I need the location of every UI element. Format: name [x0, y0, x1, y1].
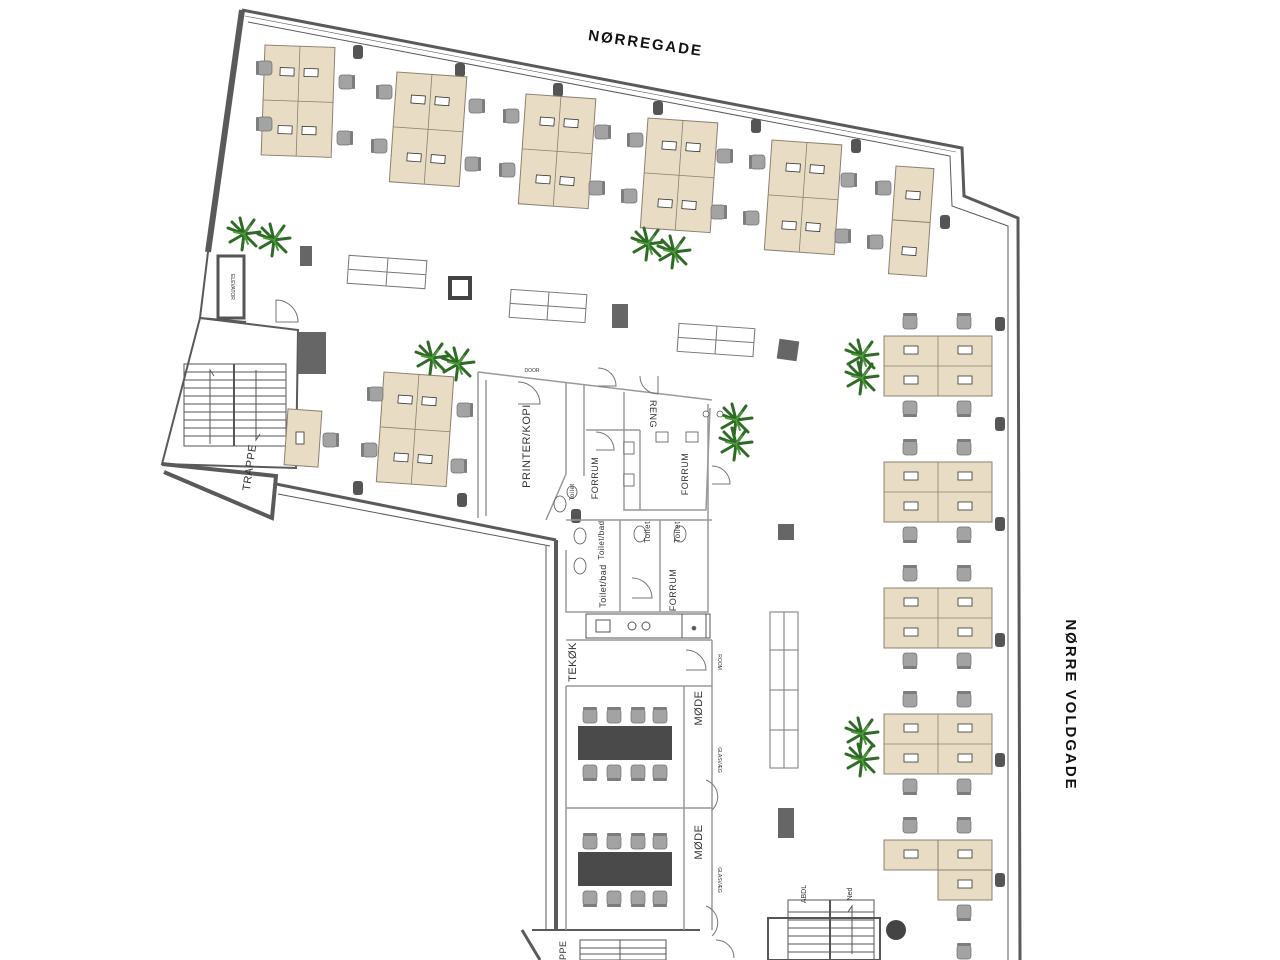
desk-cluster-east-2 [883, 438, 993, 544]
desk-cluster-7 [360, 371, 474, 488]
toilet-bath-label-2: Toilet/bad [597, 520, 606, 559]
desk-cluster-east-5 [883, 816, 993, 960]
desk-cluster-3 [498, 93, 612, 210]
doors [517, 367, 735, 959]
core-walls [477, 371, 713, 930]
stairs-bottom [579, 899, 881, 960]
meeting-room-2 [578, 832, 672, 908]
desk-cluster-5 [742, 139, 858, 256]
desk-cluster-east-3 [883, 564, 993, 670]
central-bench [769, 611, 799, 769]
desk-single-left [283, 408, 340, 468]
toilet-label-3: Toilet [570, 483, 576, 500]
sanitary [553, 410, 724, 575]
elevator-shaft: ELEVATOR [216, 254, 246, 320]
desk-cluster-2 [370, 71, 486, 188]
cleaning-label: RENG [648, 400, 658, 428]
toilet-bath-label-1: Toilet/bad [598, 564, 608, 608]
tea-kitchen: ✳ [585, 613, 711, 639]
outer-walls [160, 8, 1022, 960]
stairs-bottom-left-label: TRAPPE [558, 940, 568, 960]
room-label: ROOM [716, 654, 722, 670]
anteroom-label-3: FORRUM [668, 569, 678, 612]
columns-square [300, 246, 800, 838]
desk-cluster-6 [866, 165, 935, 277]
desk-cluster-1 [255, 44, 356, 158]
desk-cluster-east-4 [883, 690, 993, 796]
printer-label: PRINTER/KOPI [521, 404, 533, 488]
glass-wall-label-2: GLASVÆG [716, 867, 722, 893]
meeting-room-1 [578, 706, 672, 782]
stairs-left [183, 363, 287, 447]
anteroom-label-1: FORRUM [590, 457, 600, 500]
svg-text:✳: ✳ [692, 626, 696, 632]
bin-icon [886, 920, 906, 940]
meeting-label-2: MØDE [693, 825, 705, 860]
desk-cluster-east-1 [883, 312, 993, 418]
meeting-label-1: MØDE [693, 691, 705, 726]
toilet-label-2: Toilet [673, 521, 682, 543]
benches-north [346, 254, 756, 358]
glass-wall-label-1: GLASVÆG [716, 747, 722, 773]
stairs-down-label: Ned [847, 887, 854, 900]
street-label-north: NØRREGADE [587, 27, 704, 60]
stairs-bottom-label: ABDL [801, 885, 808, 903]
desk-cluster-4 [620, 117, 734, 234]
street-label-east: NØRRE VOLDGADE [1062, 619, 1079, 790]
anteroom-label-2: FORRUM [680, 453, 690, 496]
tea-kitchen-label: TEKØK [567, 642, 579, 682]
toilet-label-1: Toilet [643, 521, 652, 543]
door-label: DOOR [525, 368, 540, 374]
elevator-label: ELEVATOR [229, 274, 235, 300]
